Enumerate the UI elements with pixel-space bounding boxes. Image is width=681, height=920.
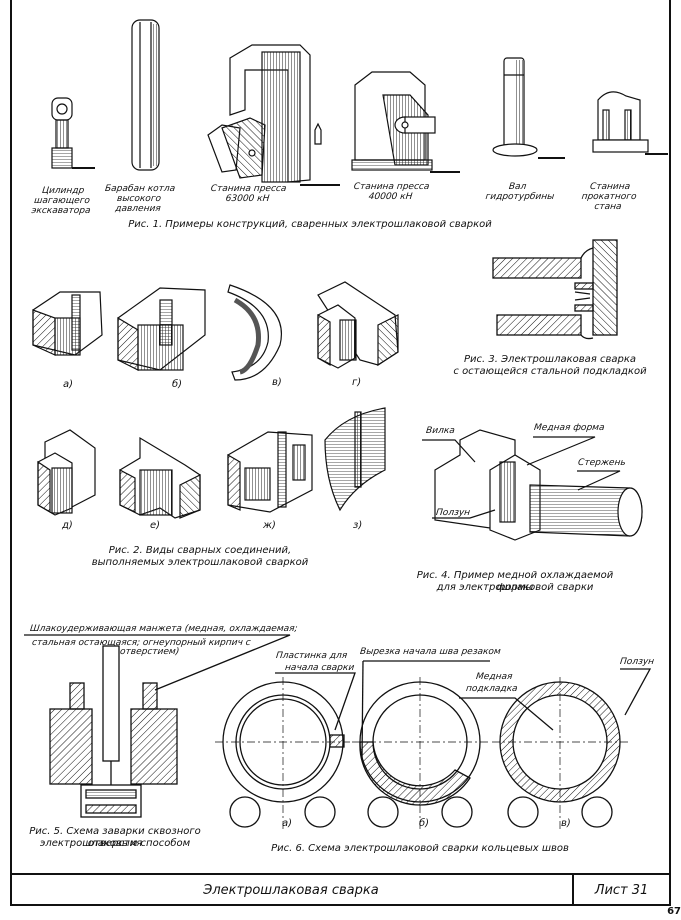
fig5-label-line3: отверстием) [119, 647, 180, 657]
fig1-label-press-63000: Станина пресса 63000 кН [210, 184, 287, 204]
fig6-variant-a: а) [282, 818, 293, 829]
fig1-label-excavator-cylinder: Цилиндр шагающего экскаватора [30, 186, 92, 216]
fig5-label-line1: Шлакоудерживающая манжета (медная, охлаж… [29, 624, 299, 634]
fig4-label-fork: Вилка [425, 426, 456, 436]
fig2-variant-g: г) [352, 377, 362, 388]
fig2-caption-line1: Рис. 2. Виды сварных соединений, [108, 545, 292, 556]
fig1-rolling-mill-stand [592, 91, 668, 155]
fig6-ring-c [492, 677, 628, 830]
fig2-joint-a [32, 291, 103, 356]
fig1-press-frame-40000 [351, 71, 460, 173]
fig2-variant-v: в) [272, 377, 282, 388]
fig2-joint-e [119, 436, 201, 519]
fig6-ring-a [215, 677, 350, 830]
fig1-caption: Рис. 1. Примеры конструкций, сваренных э… [128, 219, 492, 230]
fig3-drawing [492, 239, 618, 340]
page-number: 67 [667, 906, 681, 917]
fig1-excavator-cylinder [51, 97, 95, 169]
fig1-label-boiler-drum: Барабан котла высокого давления [104, 184, 176, 214]
title-block-name: Электрошлаковая сварка [10, 875, 574, 906]
fig4-caption-line2: для электрошлаковой сварки [436, 582, 594, 593]
fig6-label-start-plate-1: Пластинка для [275, 651, 348, 661]
fig3-caption-line1: Рис. 3. Электрошлаковая сварка [463, 354, 637, 365]
fig4-caption-line1: Рис. 4. Пример медной охлаждаемой формы [416, 570, 614, 593]
fig2-caption-line2: выполняемых электрошлаковой сваркой [91, 557, 309, 568]
fig6-caption: Рис. 6. Схема электрошлаковой сварки кол… [271, 843, 569, 854]
fig1-label-press-40000: Станина пресса 40000 кН [353, 182, 430, 202]
fig5-caption-line1: Рис. 5. Схема заварки сквозного отверсти… [29, 826, 201, 849]
fig2-joint-g [317, 281, 399, 369]
fig5-drawing [24, 634, 291, 818]
fig1-label-hydroturbine-shaft: Вал гидротурбины [484, 182, 555, 202]
fig2-variant-b: б) [172, 379, 183, 390]
fig2-variant-e: е) [150, 520, 161, 531]
fig2-joint-zh [227, 431, 313, 513]
fig2-joint-b [117, 287, 206, 371]
fig1-hydroturbine-shaft [492, 57, 565, 159]
fig4-drawing [422, 429, 643, 541]
fig1-press-frame-63000 [207, 44, 340, 186]
fig6-variant-v: в) [561, 818, 571, 829]
fig2-variant-z: з) [353, 520, 363, 531]
fig2-variant-a: а) [63, 379, 74, 390]
fig6-label-copper-backing-1: Медная [475, 672, 513, 682]
fig6-label-copper-backing-2: подкладка [465, 684, 519, 694]
fig6-drawing [215, 660, 652, 830]
fig2-joint-d [37, 429, 96, 516]
fig6-label-seam-cut: Вырезка начала шва резаком [359, 647, 502, 657]
title-block: Электрошлаковая сварка Лист 31 [10, 873, 671, 906]
fig2-joint-z [324, 407, 386, 512]
fig5-caption-line2: электрошлаковым способом [39, 838, 191, 849]
fig2-joint-v [227, 284, 282, 381]
title-block-sheet: Лист 31 [594, 883, 649, 898]
fig3-caption-line2: с остающейся стальной подкладкой [453, 366, 647, 377]
fig6-variant-b: б) [419, 818, 430, 829]
fig4-label-copper-form: Медная форма [533, 423, 605, 433]
fig6-ring-b [352, 677, 488, 830]
fig2-variant-d: д) [62, 520, 73, 531]
fig1-boiler-drum [131, 19, 160, 171]
fig6-label-start-plate-2: начала сварки [284, 663, 355, 673]
fig4-label-slider: Ползун [435, 508, 471, 518]
fig4-label-rod: Стержень [577, 458, 627, 468]
fig6-label-slider: Ползун [619, 657, 655, 667]
drawing-sheet-frame [10, 0, 671, 906]
fig2-variant-zh: ж) [263, 520, 276, 531]
fig1-label-rolling-mill: Станина прокатного стана [581, 182, 637, 212]
